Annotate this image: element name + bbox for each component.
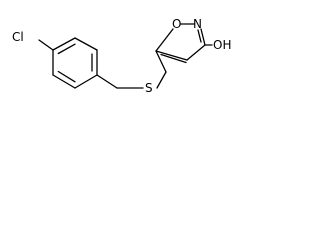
bond [38,39,54,51]
bond [186,44,206,61]
structure-canvas: Cl S O N OH [0,0,252,122]
bond [155,50,167,73]
bond [52,74,76,89]
bond-inner [160,53,187,64]
bond [155,28,174,52]
chlorine-atom-label: Cl [12,30,24,44]
bond-inner [57,70,76,83]
bond [200,28,206,46]
bond [74,74,98,89]
molecule-structure: Cl S O N OH [12,17,231,95]
ring-oxygen-atom-label: O [172,17,181,31]
bond [156,71,167,89]
bond [155,50,188,61]
hydroxyl-group-label: OH [213,38,231,52]
bond [74,37,98,51]
ring-nitrogen-atom-label: N [193,17,202,31]
bond [52,37,76,51]
bond-inner [57,43,76,55]
bond-inner [197,29,202,43]
bond [96,74,118,89]
bond-lines [38,23,213,89]
sulfur-atom-label: S [145,81,153,95]
